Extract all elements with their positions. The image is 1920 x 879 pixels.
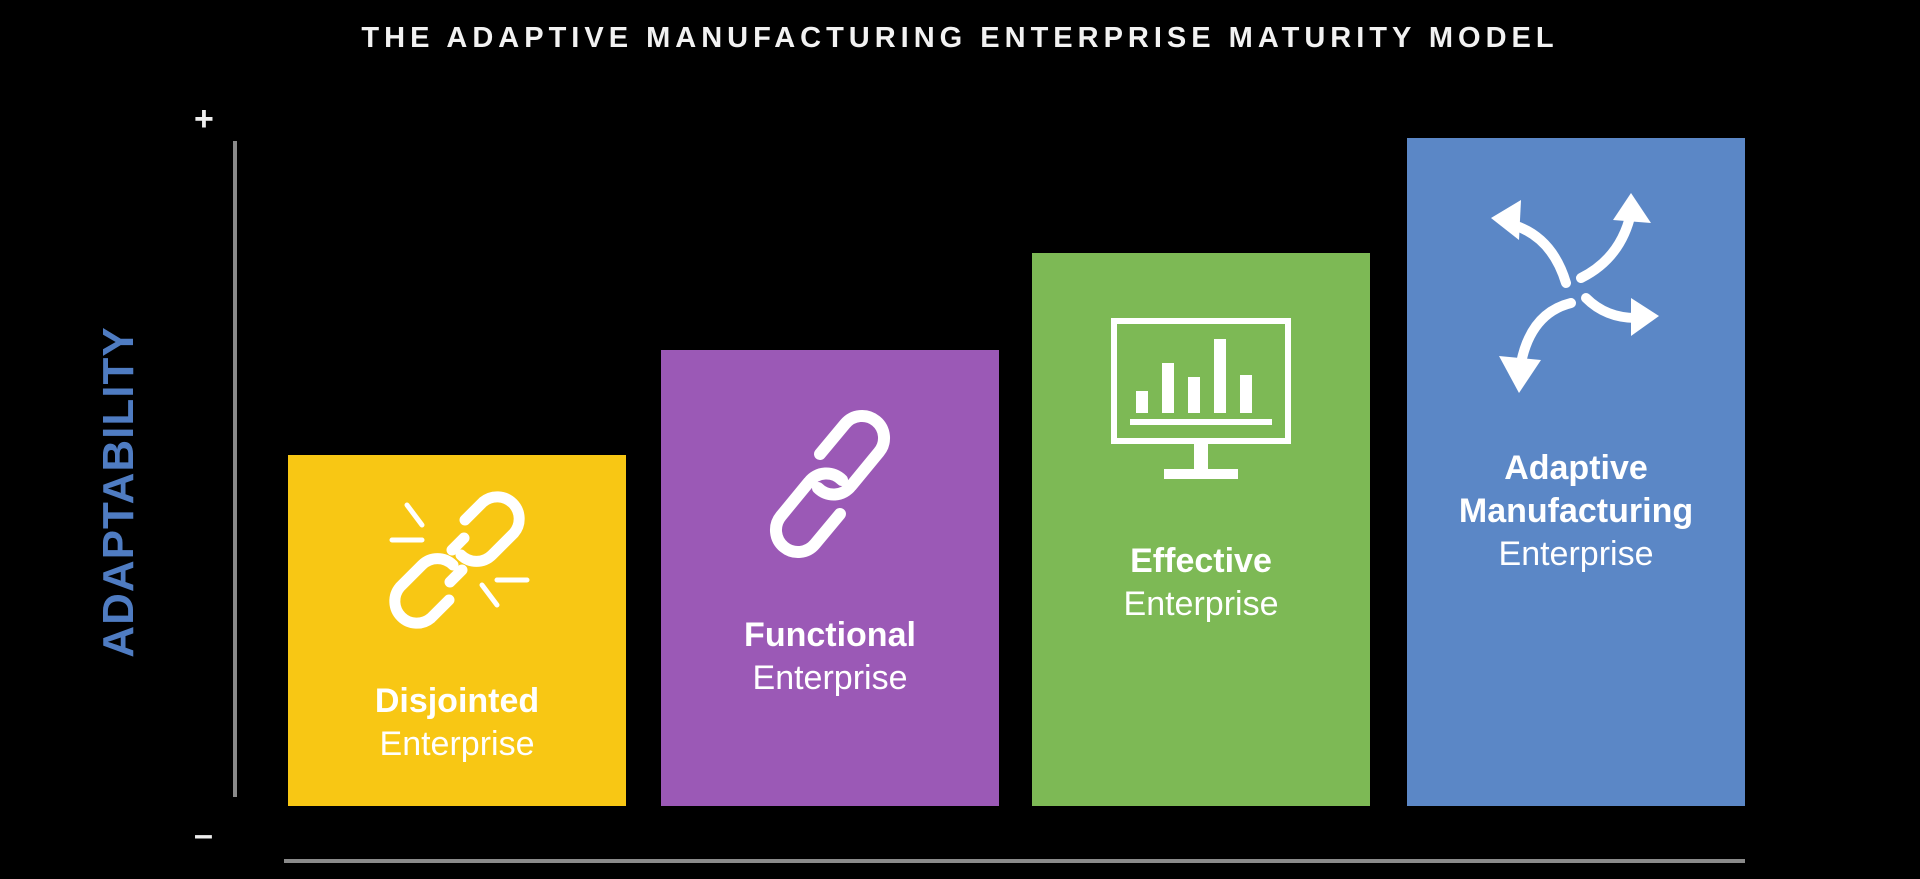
y-axis-line: [233, 141, 237, 797]
diagram-title: THE ADAPTIVE MANUFACTURING ENTERPRISE MA…: [361, 22, 1559, 54]
stage-name: Functional: [744, 616, 916, 654]
swirl-arrows-icon: [1491, 193, 1659, 393]
stage-name: Effective: [1130, 542, 1272, 580]
x-axis-line: [284, 859, 1745, 863]
y-axis-label: ADAPTABILITY: [94, 326, 143, 658]
stage-name: Disjointed: [374, 682, 540, 720]
stage-name: Adaptive: [1504, 449, 1648, 487]
stage-subtitle: Enterprise: [379, 725, 535, 763]
axis-plus-marker: +: [194, 100, 214, 138]
stage-subtitle: Enterprise: [1123, 585, 1279, 623]
chain-link-icon: [769, 409, 891, 559]
axis-minus-marker: –: [194, 816, 213, 854]
stage-subtitle: Enterprise: [752, 659, 908, 697]
stage-name-line-2: Manufacturing: [1458, 492, 1694, 530]
stage-subtitle: Enterprise: [1498, 535, 1654, 573]
broken-chain-icon: [389, 491, 530, 629]
monitor-chart-icon: [1111, 318, 1291, 479]
